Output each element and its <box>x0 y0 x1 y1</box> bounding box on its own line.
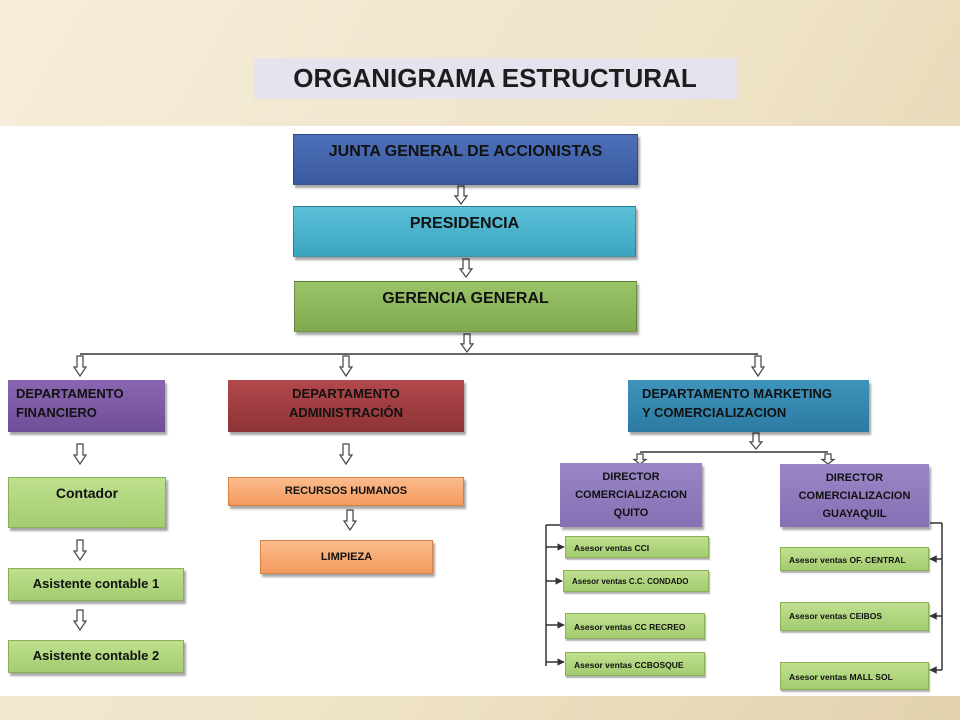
down-arrow-icon <box>820 453 836 465</box>
gerencia-general-label: GERENCIA GENERAL <box>382 290 549 307</box>
gerencia-general-box: GERENCIA GENERAL <box>294 281 637 332</box>
asesor-mall-sol-box: Asesor ventas MALL SOL <box>780 662 929 690</box>
down-arrow-icon <box>632 453 648 465</box>
departamento-financiero-box: DEPARTAMENTO FINANCIERO <box>8 380 165 432</box>
director-guayaquil-line-3: GUAYAQUIL <box>822 508 887 520</box>
contador-label: Contador <box>55 485 119 501</box>
presidencia-box: PRESIDENCIA <box>293 206 636 257</box>
asesor-cci-box: Asesor ventas CCI <box>565 536 709 558</box>
asesor-condado-label: Asesor ventas C.C. CONDADO <box>572 577 689 586</box>
dept-administracion-line-1: DEPARTAMENTO <box>292 386 400 401</box>
asesor-of-central-label: Asesor ventas OF. CENTRAL <box>789 555 906 565</box>
asesor-ccbosque-label: Asesor ventas CCBOSQUE <box>574 660 684 670</box>
asesor-condado-box: Asesor ventas C.C. CONDADO <box>563 570 709 592</box>
limpieza-label: LIMPIEZA <box>320 551 373 563</box>
dept-marketing-line-1: DEPARTAMENTO MARKETING <box>642 386 832 401</box>
recursos-humanos-box: RECURSOS HUMANOS <box>228 477 464 506</box>
director-quito-line-1: DIRECTOR <box>602 471 660 483</box>
director-quito-line-3: QUITO <box>613 507 649 519</box>
contador-box: Contador <box>8 477 166 528</box>
asistente-contable-1-box: Asistente contable 1 <box>8 568 184 601</box>
dept-financiero-line-1: DEPARTAMENTO <box>16 386 124 401</box>
down-arrow-icon <box>750 355 766 378</box>
down-arrow-icon <box>748 432 764 450</box>
dept-administracion-line-2: ADMINISTRACIÓN <box>288 405 404 420</box>
director-guayaquil-line-1: DIRECTOR <box>825 472 884 484</box>
down-arrow-icon <box>338 355 354 378</box>
down-arrow-icon <box>72 539 88 562</box>
dept-financiero-line-2: FINANCIERO <box>16 405 97 420</box>
presidencia-label: PRESIDENCIA <box>409 215 520 232</box>
down-arrow-icon <box>459 333 475 354</box>
down-arrow-icon <box>72 355 88 378</box>
director-quito-box: DIRECTOR COMERCIALIZACION QUITO <box>560 463 702 527</box>
dept-marketing-line-2: Y COMERCIALIZACION <box>642 405 787 420</box>
asistente-contable-2-label: Asistente contable 2 <box>32 648 160 663</box>
down-arrow-icon <box>72 609 88 632</box>
asesor-recreo-label: Asesor ventas CC RECREO <box>574 622 686 632</box>
asesor-ceibos-label: Asesor ventas CEIBOS <box>789 611 883 621</box>
asesor-mall-sol-label: Asesor ventas MALL SOL <box>789 672 893 682</box>
asistente-contable-2-box: Asistente contable 2 <box>8 640 184 673</box>
limpieza-box: LIMPIEZA <box>260 540 433 574</box>
asesor-ceibos-box: Asesor ventas CEIBOS <box>780 602 929 631</box>
junta-general-box: JUNTA GENERAL DE ACCIONISTAS <box>293 134 638 185</box>
down-arrow-icon <box>453 185 469 206</box>
down-arrow-icon <box>72 443 88 466</box>
director-quito-line-2: COMERCIALIZACION <box>575 489 687 501</box>
page-title: ORGANIGRAMA ESTRUCTURAL <box>253 58 737 99</box>
junta-general-label: JUNTA GENERAL DE ACCIONISTAS <box>328 143 603 160</box>
asesor-ccbosque-box: Asesor ventas CCBOSQUE <box>565 652 705 676</box>
asistente-contable-1-label: Asistente contable 1 <box>32 576 160 591</box>
recursos-humanos-label: RECURSOS HUMANOS <box>284 485 408 497</box>
departamento-administracion-box: DEPARTAMENTO ADMINISTRACIÓN <box>228 380 464 432</box>
director-guayaquil-line-2: COMERCIALIZACION <box>798 490 911 502</box>
down-arrow-icon <box>458 258 474 279</box>
asesor-cci-label: Asesor ventas CCI <box>574 543 650 553</box>
director-guayaquil-box: DIRECTOR COMERCIALIZACION GUAYAQUIL <box>780 464 929 527</box>
down-arrow-icon <box>342 509 358 532</box>
asesor-recreo-box: Asesor ventas CC RECREO <box>565 613 705 639</box>
down-arrow-icon <box>338 443 354 466</box>
departamento-marketing-box: DEPARTAMENTO MARKETING Y COMERCIALIZACIO… <box>628 380 869 432</box>
asesor-of-central-box: Asesor ventas OF. CENTRAL <box>780 547 929 571</box>
